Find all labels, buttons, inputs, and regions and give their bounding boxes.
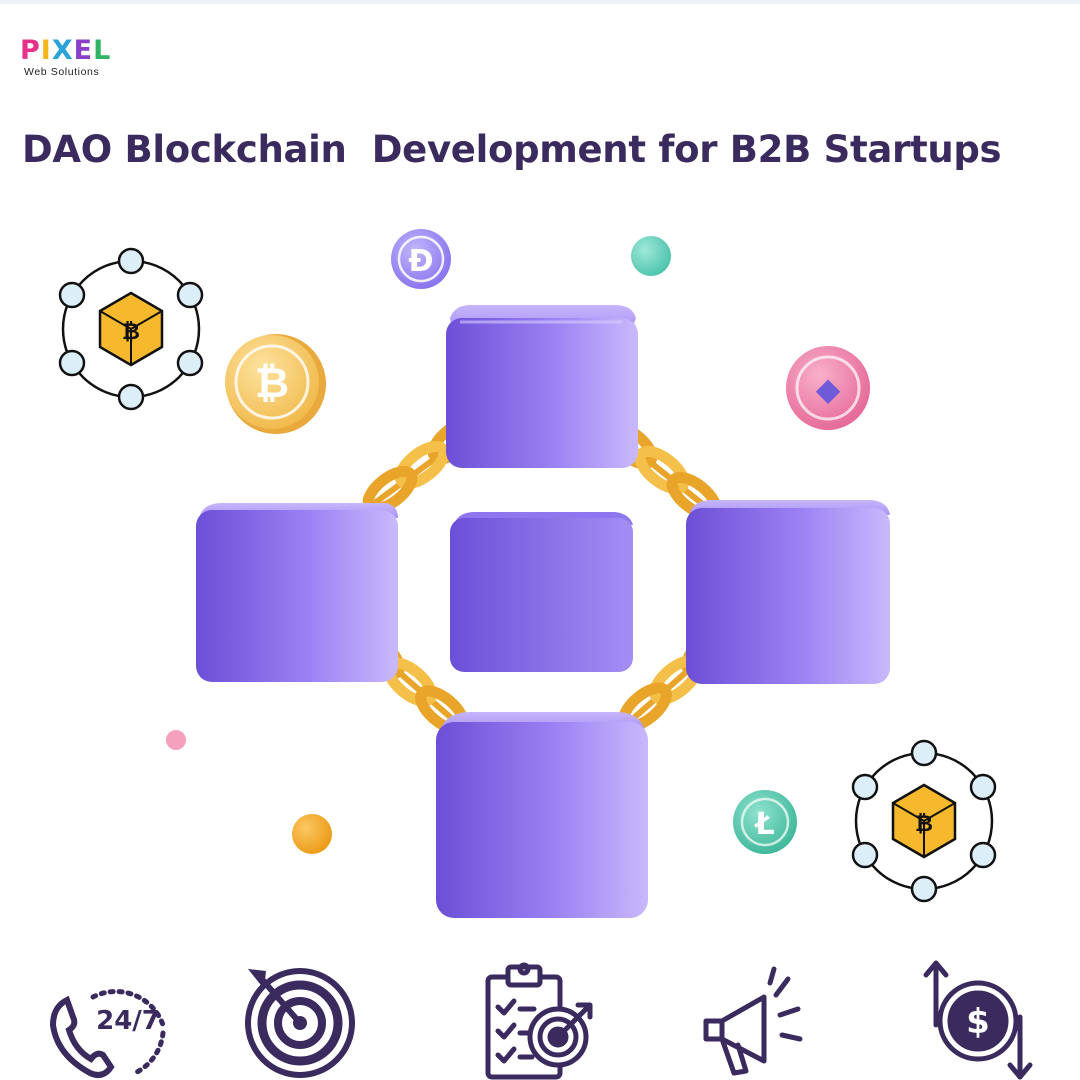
litecoin-coin-icon: Ł (733, 790, 797, 854)
cube-center (450, 512, 633, 672)
cube-bottom (436, 712, 648, 918)
support-24-7-icon: 24/7 (49, 989, 166, 1078)
support-label: 24/7 (96, 1006, 160, 1036)
litecoin-symbol: Ł (753, 807, 774, 842)
network-badge-symbol: ₿ (122, 320, 140, 345)
bitcoin-network-icon: ₿ (58, 247, 204, 411)
ethereum-symbol: ◆ (816, 370, 841, 408)
cube-right (686, 500, 890, 684)
orange-ball (292, 814, 332, 854)
dogecoin-symbol: Ð (408, 244, 433, 279)
page-title: DAO Blockchain Development for B2B Start… (22, 128, 1002, 171)
dogecoin-icon: Ð (391, 229, 451, 289)
clipboard-target-icon (485, 962, 593, 1080)
teal-ball (631, 236, 671, 276)
logo-letter-e: E (73, 35, 93, 66)
bitcoin-coin-icon: ₿ (225, 334, 326, 434)
cube-top (446, 305, 638, 468)
cube-left (196, 503, 398, 682)
logo-letter-i: I (40, 35, 51, 66)
dollar-symbol: $ (966, 1002, 990, 1042)
bitcoin-symbol: ₿ (255, 358, 289, 407)
brand-logo: P I X E L Web Solutions (20, 36, 130, 86)
megaphone-icon (703, 966, 803, 1076)
logo-letter-p: P (20, 35, 40, 66)
network-badge-symbol-2: ₿ (915, 812, 933, 837)
logo-letter-l: L (93, 35, 111, 66)
logo-letter-x: X (51, 35, 73, 66)
dollar-exchange-icon: $ (923, 960, 1033, 1080)
logo-wordmark: P I X E L (20, 36, 130, 66)
ethereum-coin-icon: ◆ (786, 346, 870, 430)
top-border (0, 0, 1080, 4)
logo-subtitle: Web Solutions (24, 66, 100, 78)
pink-dot (166, 730, 186, 750)
target-icon (245, 968, 355, 1078)
bitcoin-network-icon-2: ₿ (851, 739, 997, 903)
